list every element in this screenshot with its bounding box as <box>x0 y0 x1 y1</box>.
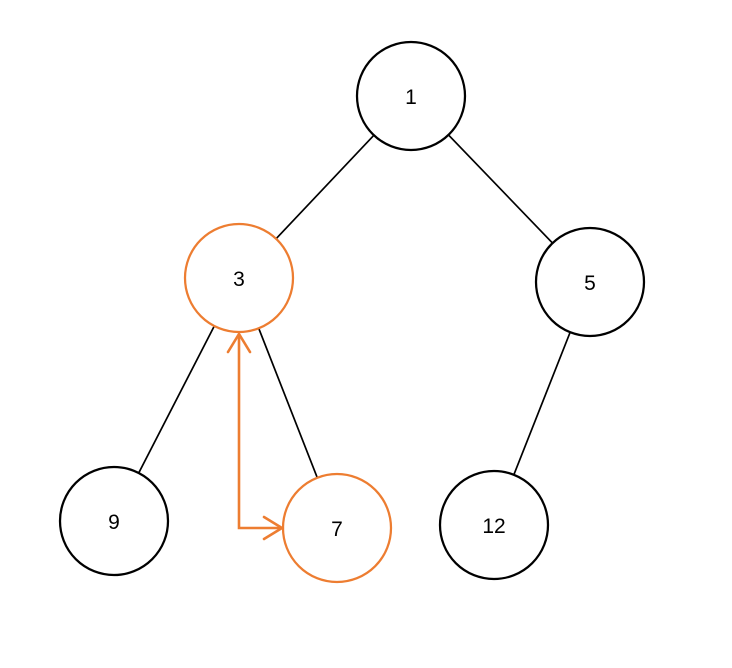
node-5-circle <box>534 226 646 338</box>
node-12-label: 12 <box>482 515 505 538</box>
tree-node-12: 12 <box>438 469 550 581</box>
tree-nodes: 1 3 5 9 7 12 <box>58 40 646 584</box>
tree-node-1: 1 <box>355 40 467 152</box>
node-1-circle <box>355 40 467 152</box>
node-7-label: 7 <box>331 518 343 541</box>
arrowhead-right-icon <box>262 515 285 541</box>
node-9-circle <box>58 465 170 577</box>
tree-node-3: 3 <box>183 222 295 334</box>
tree-edges <box>113 95 591 529</box>
node-5-label: 5 <box>584 272 596 295</box>
arrowhead-up-icon <box>226 331 252 354</box>
tree-node-7: 7 <box>281 472 393 584</box>
traversal-arrow <box>226 331 285 541</box>
node-1-label: 1 <box>405 86 417 109</box>
node-12-circle <box>438 469 550 581</box>
traversal-arrow-elbow <box>237 334 281 530</box>
node-3-label: 3 <box>233 268 245 291</box>
node-9-label: 9 <box>108 511 120 534</box>
tree-node-5: 5 <box>534 226 646 338</box>
tree-node-9: 9 <box>58 465 170 577</box>
